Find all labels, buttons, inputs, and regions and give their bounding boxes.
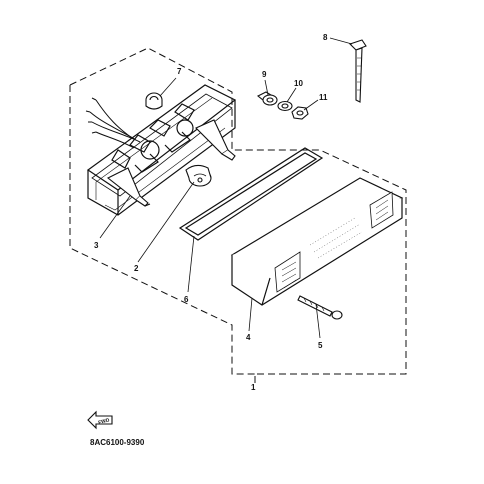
callout-4: 4: [246, 333, 251, 342]
callout-9: 9: [262, 70, 267, 79]
callout-6: 6: [184, 295, 189, 304]
grommet: [145, 92, 163, 110]
fwd-arrow-icon: FWD: [87, 410, 113, 430]
lamp-housing: [86, 84, 237, 216]
callout-5: 5: [318, 341, 323, 350]
callout-1: 1: [251, 383, 256, 392]
wiring-harness: [85, 97, 141, 149]
callout-11: 11: [319, 93, 328, 102]
callout-8: 8: [323, 33, 328, 42]
assembly-boundary: [69, 47, 407, 383]
fwd-label: FWD: [98, 417, 111, 426]
mounting-post-right: [195, 119, 236, 161]
callout-10: 10: [294, 79, 303, 88]
mounting-post-left: [106, 167, 151, 207]
screw: [297, 295, 343, 320]
callout-3: 3: [94, 241, 99, 250]
bulb: [185, 164, 212, 187]
drawing-code: 8AC6100-9390: [90, 438, 145, 447]
callout-7: 7: [177, 67, 182, 76]
lens: [230, 177, 404, 306]
collar: [256, 91, 278, 106]
washer: [277, 100, 293, 112]
callout-2: 2: [134, 264, 139, 273]
leader-lines: [99, 37, 353, 339]
cable-tie: [348, 39, 367, 103]
gasket: [178, 147, 324, 241]
callout-labels: 1 2 3 4 5 6 7 8 9 10 11: [94, 33, 328, 392]
